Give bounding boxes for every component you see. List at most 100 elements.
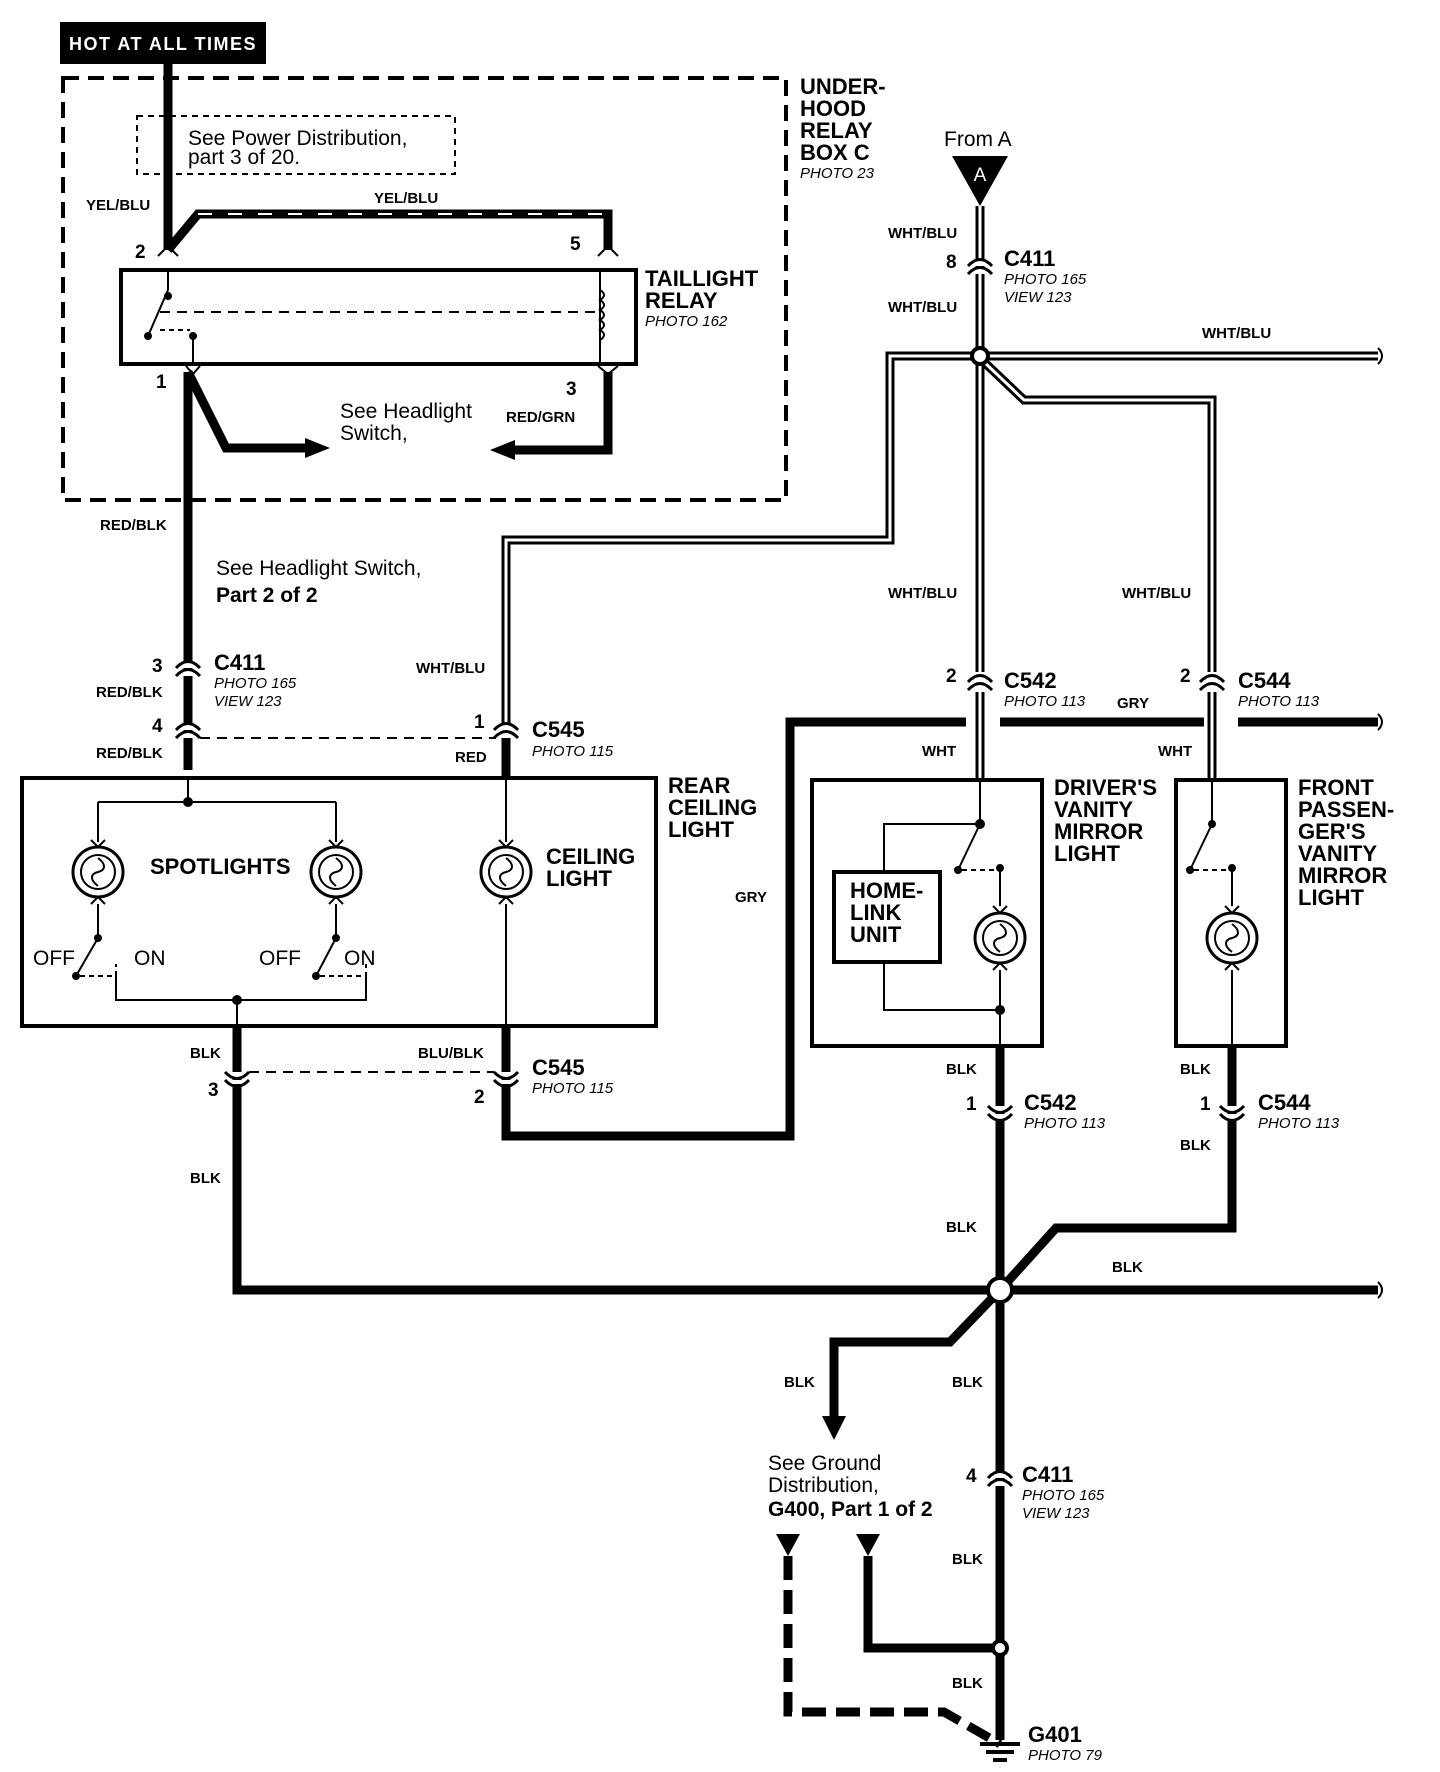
spot-left-on-label: ON [134, 947, 166, 970]
c411-pin-8: 8 [946, 252, 957, 273]
blk-wire-to-ground-distribution [829, 1286, 1004, 1420]
c545-pin-2: 2 [474, 1087, 485, 1108]
svg-text:UNDER-: UNDER- [800, 74, 886, 99]
wht-blu-label-rear: WHT/BLU [416, 660, 485, 677]
relay-pin-2: 2 [135, 242, 146, 263]
c545-photo-bottom: PHOTO 115 [532, 1080, 614, 1097]
blk-label-drivers-2: BLK [946, 1219, 977, 1236]
relay-pin-3: 3 [566, 379, 577, 400]
relay-pin-1: 1 [156, 372, 167, 393]
svg-text:FRONT: FRONT [1298, 775, 1374, 800]
c542-label-bottom: C542 [1024, 1090, 1077, 1115]
svg-text:RELAY: RELAY [645, 288, 718, 313]
svg-text:RELAY: RELAY [800, 118, 873, 143]
blk-label-ground-left: BLK [784, 1374, 815, 1391]
svg-text:PASSEN-: PASSEN- [1298, 797, 1394, 822]
spot-left-off-label: OFF [33, 947, 75, 970]
c545-pin-3-rear: 3 [208, 1080, 219, 1101]
ground-triangle-right-icon [856, 1534, 880, 1556]
blu-blk-label: BLU/BLK [418, 1045, 484, 1062]
c542-connector-bottom [986, 1104, 1014, 1122]
c545-photo-top: PHOTO 115 [532, 743, 614, 760]
c411-connector-rear [174, 660, 202, 740]
c411-pin-4: 4 [152, 716, 163, 737]
ceiling-light-label-2: LIGHT [546, 866, 613, 891]
blk-label-ground-bottom: BLK [952, 1675, 983, 1692]
blk-label-right: BLK [1112, 1259, 1143, 1276]
c411-view-front: VIEW 123 [1004, 289, 1072, 306]
svg-text:PHOTO 23: PHOTO 23 [800, 165, 875, 182]
c545-label-top: C545 [532, 717, 585, 742]
svg-text:REAR: REAR [668, 773, 730, 798]
svg-text:PHOTO 162: PHOTO 162 [645, 313, 728, 330]
from-a-label: From A [944, 128, 1012, 151]
see-ground-text-1: See Ground [768, 1452, 881, 1475]
c542-pin-1: 1 [966, 1094, 977, 1115]
c542-connector-top [966, 674, 994, 692]
spotlights-label: SPOTLIGHTS [150, 854, 291, 879]
blk-label-drivers: BLK [946, 1061, 977, 1078]
blk-label-passenger-2: BLK [1180, 1137, 1211, 1154]
c544-connector-bottom [1218, 1104, 1246, 1122]
wht-blu-label-a2: WHT/BLU [888, 299, 957, 316]
wht-blu-label-passenger: WHT/BLU [1122, 585, 1191, 602]
svg-text:MIRROR: MIRROR [1054, 819, 1143, 844]
svg-text:HOOD: HOOD [800, 96, 866, 121]
rear-ceiling-light-box [20, 776, 658, 1028]
taillight-relay-title: TAILLIGHT RELAY PHOTO 162 [645, 266, 759, 330]
red-grn-label: RED/GRN [506, 409, 575, 426]
red-blk-label-2: RED/BLK [96, 684, 163, 701]
c411-photo-front: PHOTO 165 [1004, 271, 1087, 288]
wht-blu-wire-to-rear [501, 351, 976, 730]
hot-at-all-times-label: HOT AT ALL TIMES [69, 34, 257, 54]
red-blk-wire-to-headlight-switch [183, 369, 310, 453]
relay-pin-5: 5 [570, 234, 581, 255]
blk-wire-passenger-ground [996, 1046, 1237, 1294]
rear-ceiling-internal-wiring [72, 778, 507, 1026]
g401-label: G401 [1028, 1722, 1082, 1747]
underhood-relay-box-title: UNDER- HOOD RELAY BOX C PHOTO 23 [800, 74, 886, 182]
c411-label-ground: C411 [1022, 1462, 1073, 1487]
svg-text:LINK: LINK [850, 900, 901, 925]
rear-ceiling-light-title: REAR CEILING LIGHT [668, 773, 757, 842]
gry-label-right: GRY [1117, 695, 1149, 712]
wht-blu-label-a1: WHT/BLU [888, 225, 957, 242]
c544-photo-top: PHOTO 113 [1238, 693, 1320, 710]
c411-view-ground: VIEW 123 [1022, 1505, 1090, 1522]
red-blk-label-3: RED/BLK [96, 745, 163, 762]
c542-pin-2: 2 [946, 666, 957, 687]
drivers-vanity-bulb-icon [973, 904, 1027, 972]
svg-text:LIGHT: LIGHT [1298, 885, 1365, 910]
yel-blu-label-top: YEL/BLU [374, 190, 438, 207]
blk-label-ground-lower: BLK [952, 1551, 983, 1568]
spot-right-on-label: ON [344, 947, 376, 970]
c544-photo-bottom: PHOTO 113 [1258, 1115, 1340, 1132]
power-distribution-part-text: part 3 of 20. [188, 146, 300, 169]
c411-connector-front [966, 258, 994, 276]
svg-text:VANITY: VANITY [1054, 797, 1133, 822]
from-a-letter: A [974, 165, 987, 186]
spotlight-right-bulb-icon [309, 838, 363, 906]
svg-text:GER'S: GER'S [1298, 819, 1366, 844]
gry-label-left: GRY [735, 889, 767, 906]
c544-connector-top [1198, 674, 1226, 692]
c544-label-bottom: C544 [1258, 1090, 1311, 1115]
g401-ground-icon [980, 1742, 1020, 1762]
ceiling-light-bulb-icon [479, 838, 533, 906]
wht-blu-wire-passenger [980, 358, 1217, 672]
wht-blu-label-drivers: WHT/BLU [888, 585, 957, 602]
c411-label-front: C411 [1004, 246, 1055, 271]
passenger-vanity-bulb-icon [1205, 904, 1259, 972]
c411-pin-4-ground: 4 [966, 1466, 977, 1487]
svg-text:LIGHT: LIGHT [1054, 841, 1121, 866]
taillight-relay [119, 268, 638, 366]
c545-pin-1: 1 [474, 712, 485, 733]
blk-label-rear: BLK [190, 1045, 221, 1062]
c545-connector-top [492, 722, 520, 740]
relay-internals [144, 270, 605, 364]
c544-label-top: C544 [1238, 668, 1291, 693]
see-headlight-switch-part-text: See Headlight Switch, [216, 557, 421, 580]
svg-text:DRIVER'S: DRIVER'S [1054, 775, 1157, 800]
c411-label-rear: C411 [214, 650, 265, 675]
front-passenger-vanity-title: FRONT PASSEN- GER'S VANITY MIRROR LIGHT [1298, 775, 1394, 910]
